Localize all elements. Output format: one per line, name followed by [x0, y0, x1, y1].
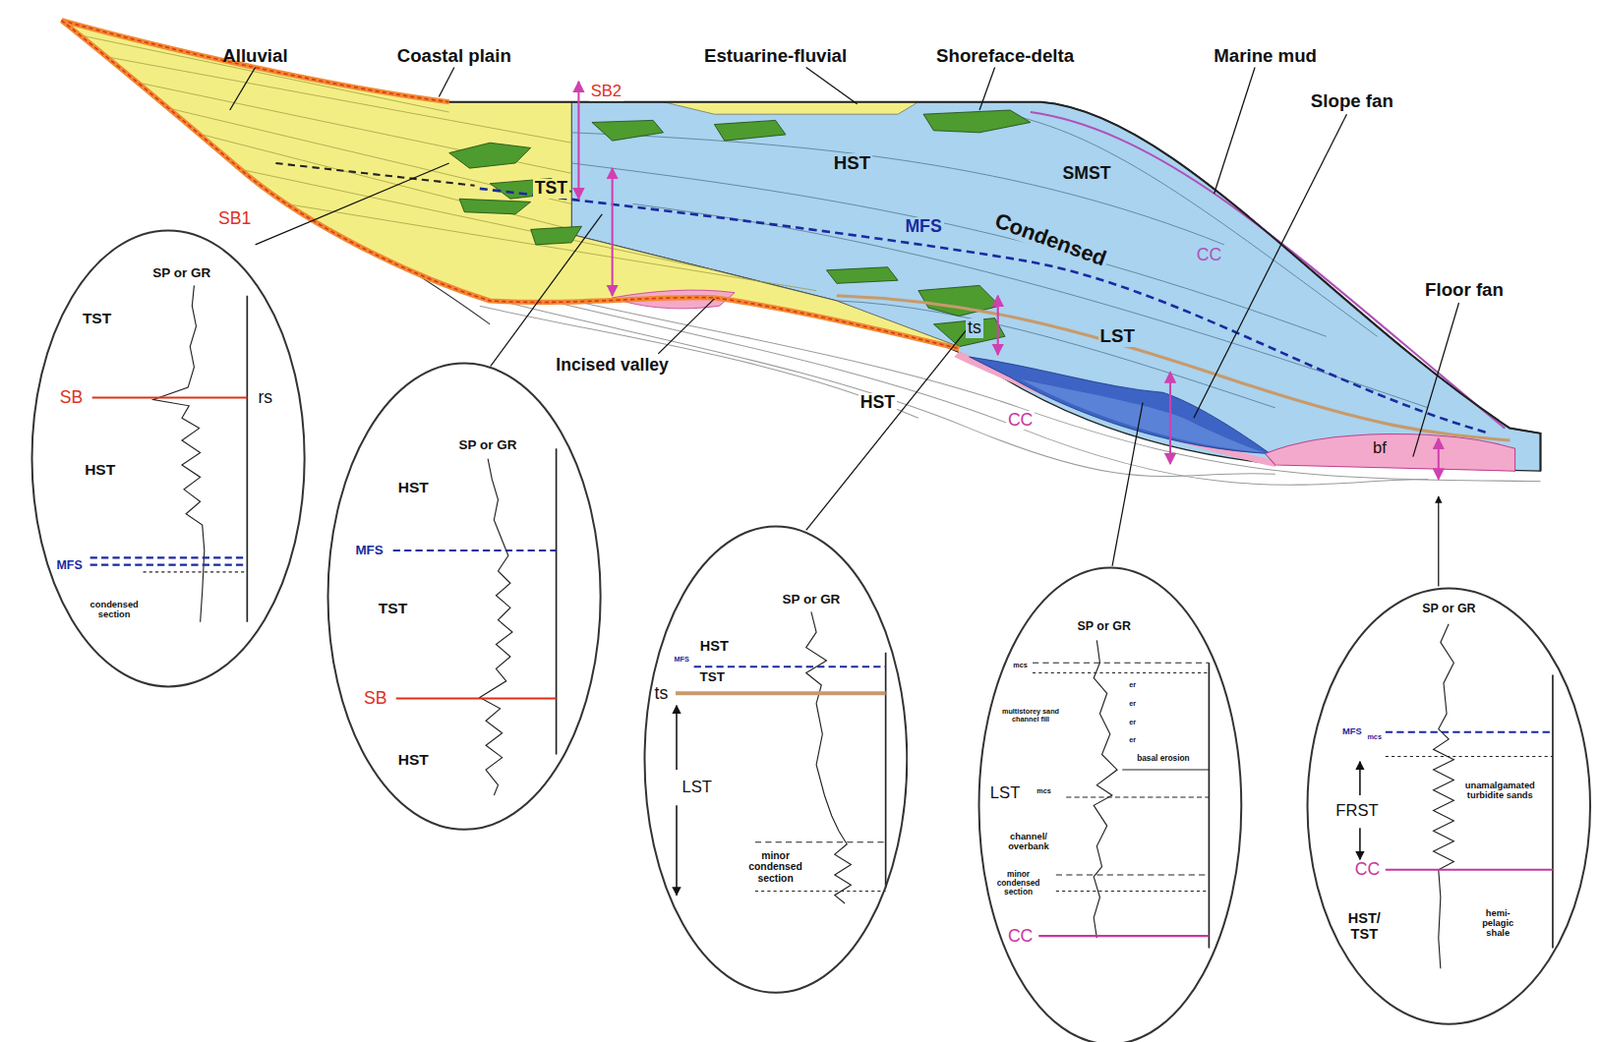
log-label: mcs — [1012, 661, 1028, 670]
section-label: Slope fan — [1308, 91, 1396, 113]
section-label: MFS — [902, 217, 944, 237]
log-label: rs — [257, 388, 273, 408]
section-label: bf — [1372, 439, 1387, 458]
section-label: Coastal plain — [397, 46, 512, 67]
panel-outline — [643, 525, 909, 995]
section-label: Shoreface-delta — [936, 46, 1074, 67]
log-label: SP or GR — [781, 592, 840, 608]
log-label: HST — [398, 751, 429, 769]
log-label: MFS — [56, 559, 82, 574]
log-label: minor condensed section — [743, 850, 807, 885]
log-label: LST — [681, 778, 712, 797]
log-label: TST — [378, 599, 408, 617]
log-label: MFS — [673, 655, 689, 664]
panel-outline — [30, 229, 306, 689]
log-label: TST — [700, 670, 725, 686]
section-label: SMST — [1061, 164, 1114, 183]
log-label: minor condensed section — [990, 870, 1047, 897]
log-label: SP or GR — [1422, 602, 1476, 617]
section-label: ts — [965, 318, 984, 338]
log-label: er — [1128, 681, 1136, 690]
well-log-panel: SP or GR HST MFS TST SB HST — [326, 361, 602, 831]
log-label: HST — [398, 478, 429, 496]
section-label: Floor fan — [1422, 280, 1506, 301]
log-panels — [30, 229, 1592, 1042]
log-label: SP or GR — [152, 266, 211, 282]
log-label: FRST — [1335, 802, 1378, 821]
log-label: HST/ TST — [1338, 910, 1390, 943]
well-log-panel: SP or GR MFSmcsFRST CC unamalgamated turbid… — [1305, 587, 1593, 1026]
well-log-panel: SP or GR TST SB rsHST MFS condensed section — [30, 229, 306, 689]
log-label: MFS — [1342, 726, 1363, 737]
log-label: SB — [59, 388, 84, 408]
log-label: channel/ overbank — [998, 831, 1060, 853]
fans — [612, 290, 1516, 472]
log-label: HST — [700, 638, 729, 654]
log-label: TST — [82, 309, 112, 327]
panel-outline — [326, 361, 602, 831]
log-label: er — [1128, 718, 1136, 727]
log-label: er — [1128, 736, 1136, 745]
thickness-arrows — [578, 81, 1438, 480]
section-label: SB2 — [589, 82, 624, 101]
section-label: CC — [1006, 411, 1035, 430]
log-label: mcs — [1366, 733, 1382, 742]
section-label: TST — [533, 178, 570, 198]
log-label: HST — [84, 461, 116, 478]
section-label: CC — [1194, 245, 1224, 265]
section-label: HST — [831, 153, 873, 175]
green-sand-bodies — [449, 110, 1031, 348]
log-label: hemi-pelagic shale — [1472, 908, 1524, 940]
log-label: er — [1128, 700, 1136, 709]
log-label: CC — [1355, 860, 1380, 880]
well-log-panel: SP or GR mcs multistorey sand channel fill… — [977, 566, 1244, 1042]
log-label: CC — [1007, 927, 1033, 947]
log-label: multistorey sand channel fill — [1000, 708, 1062, 724]
well-log-panel: SP or GR HST MFS TST tsLST minor condensed se… — [643, 525, 909, 995]
section-label: HST — [858, 393, 897, 413]
section-label: Estuarine-fluvial — [704, 46, 847, 67]
section-label: Marine mud — [1213, 46, 1317, 67]
section-label: Incised valley — [553, 355, 671, 375]
section-label: SB1 — [216, 209, 253, 229]
panel-outline — [977, 566, 1244, 1042]
section-label: Alluvial — [222, 46, 288, 67]
log-label: SP or GR — [459, 438, 518, 454]
section-label: LST — [1098, 326, 1137, 348]
log-label: mcs — [1036, 787, 1052, 796]
log-label: MFS — [355, 543, 383, 559]
log-label: SP or GR — [1077, 620, 1131, 635]
log-label: condensed section — [83, 599, 145, 621]
log-label: ts — [654, 684, 669, 704]
log-label: SB — [363, 689, 388, 709]
log-label: LST — [990, 784, 1020, 803]
log-label: unamalgamated turbidite sands — [1464, 780, 1537, 802]
log-label: basal erosion — [1136, 754, 1190, 764]
